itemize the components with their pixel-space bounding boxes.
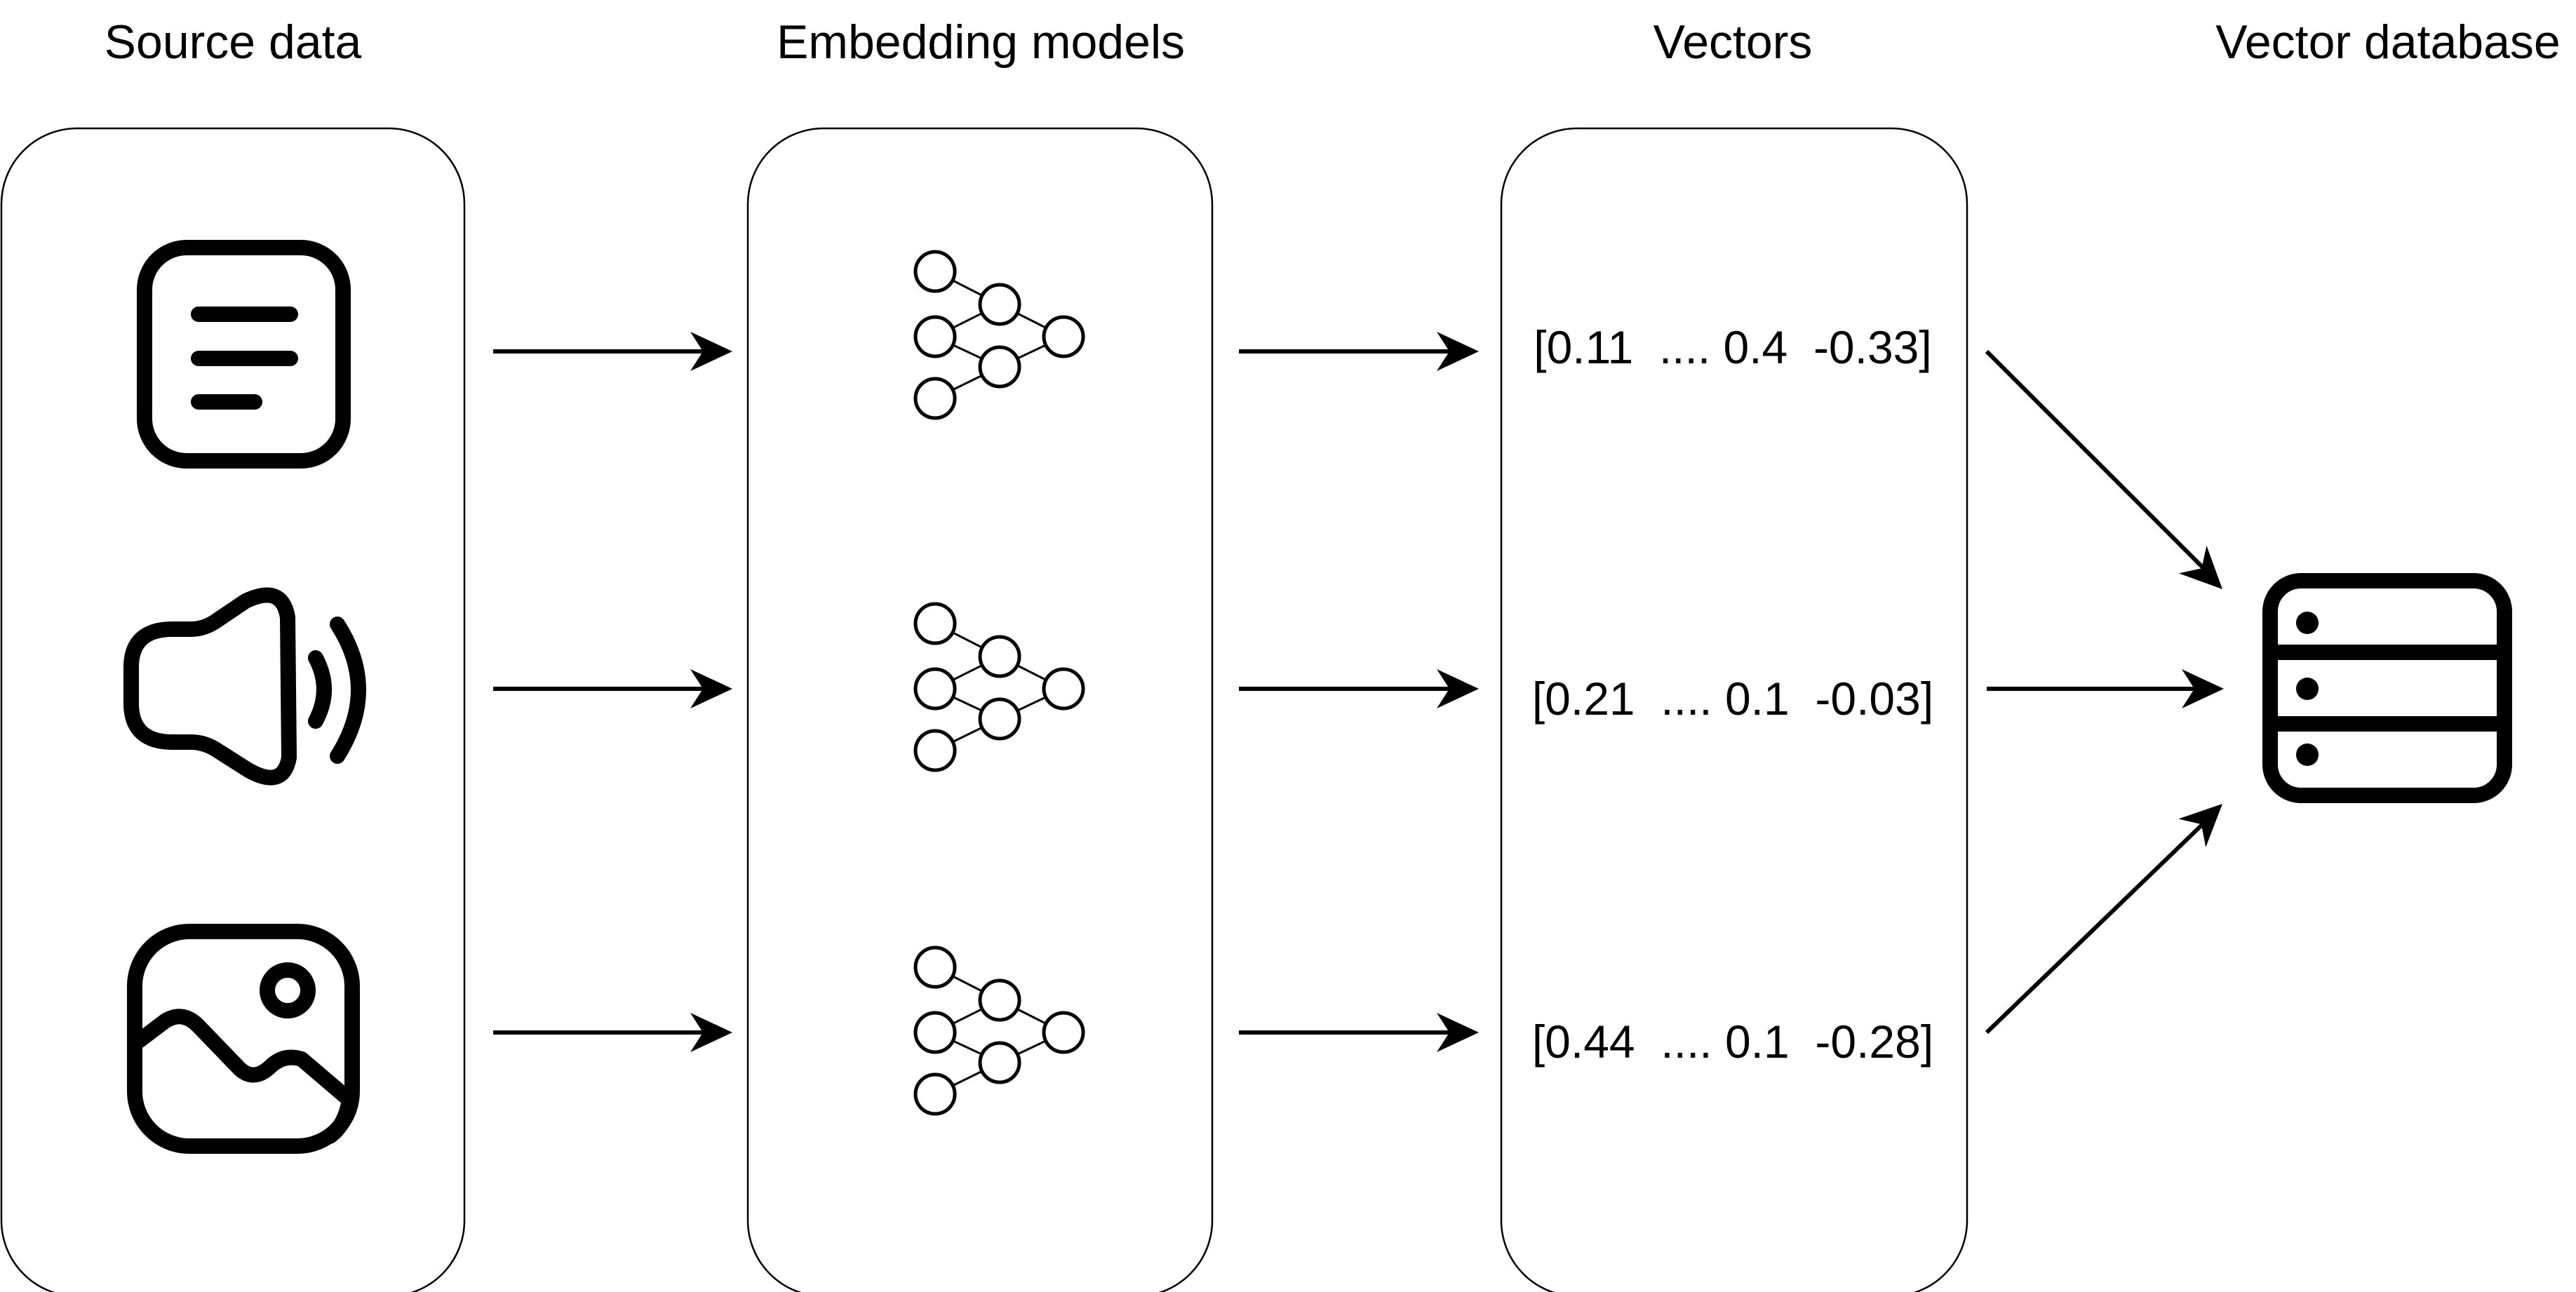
arrow-vector-to-database <box>1987 669 2224 708</box>
vector-text: [0.44 .... 0.1 -0.28] <box>1532 1016 1933 1068</box>
arrow-model-to-vector <box>1239 1013 1479 1052</box>
arrow-model-to-vector <box>1239 332 1479 371</box>
column-title-embedding-models: Embedding models <box>777 15 1185 69</box>
neural-network-icon <box>913 602 1085 772</box>
vector-text: [0.21 .... 0.1 -0.03] <box>1532 673 1933 725</box>
column-title-vectors: Vectors <box>1653 15 1813 69</box>
column-title-vector-database: Vector database <box>2215 15 2560 69</box>
document-icon <box>137 240 351 469</box>
neural-network-icon <box>913 946 1085 1116</box>
arrow-source-to-model <box>493 332 732 371</box>
arrow-vector-to-database <box>1985 789 2236 1035</box>
arrow-vector-to-database <box>1985 349 2236 603</box>
column-title-source-data: Source data <box>105 15 362 69</box>
vector-text: [0.11 .... 0.4 -0.33] <box>1534 321 1931 373</box>
database-icon <box>2262 573 2512 803</box>
image-icon <box>127 924 360 1154</box>
neural-network-icon <box>913 250 1085 420</box>
vectors-panel <box>1500 127 1968 1292</box>
source-data-panel <box>0 127 466 1292</box>
speaker-icon <box>123 587 366 786</box>
arrow-source-to-model <box>493 1013 732 1052</box>
arrow-model-to-vector <box>1239 669 1479 708</box>
arrow-source-to-model <box>493 669 732 708</box>
